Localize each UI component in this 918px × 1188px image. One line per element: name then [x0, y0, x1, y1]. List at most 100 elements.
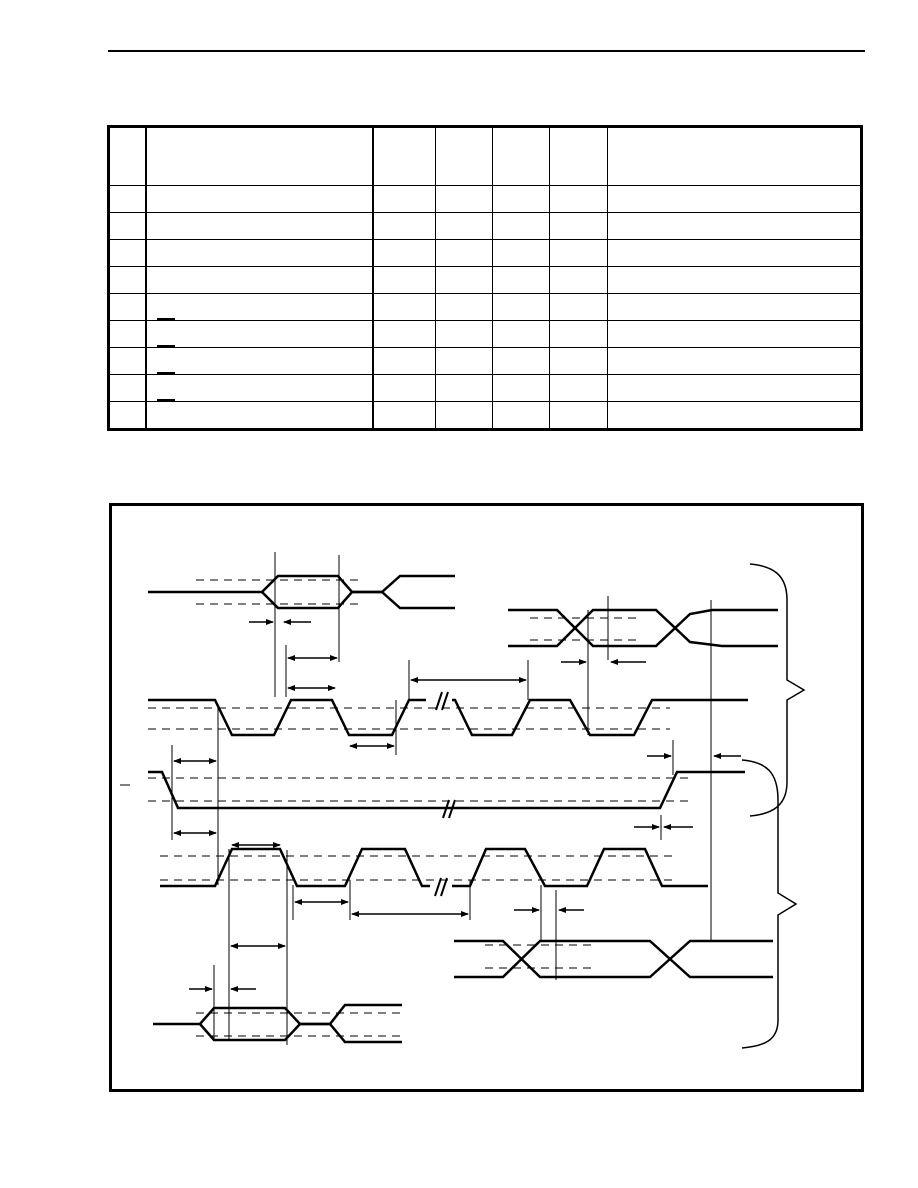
grouping-braces — [741, 563, 806, 1049]
table-cell — [435, 320, 493, 348]
table-cell — [607, 293, 862, 321]
table-row — [108, 293, 862, 321]
clock-waveform — [148, 698, 426, 737]
table-cell — [435, 185, 493, 213]
table-header-row — [108, 126, 862, 159]
table-cell — [549, 374, 608, 402]
table-cell — [435, 374, 493, 402]
table-cell — [492, 401, 550, 430]
table-cell — [373, 239, 436, 267]
header-cell — [549, 126, 608, 159]
table-cell — [373, 347, 436, 375]
table-cell — [108, 185, 147, 213]
table-cell — [146, 318, 374, 348]
active-low-overbar — [157, 399, 175, 401]
table-cell — [607, 320, 862, 348]
address-bus-waveform — [148, 574, 455, 594]
timing-spec-table — [107, 125, 863, 431]
header-cell — [108, 126, 147, 159]
reference-lines — [120, 552, 712, 1045]
data-in-waveform — [454, 939, 773, 979]
table-cell — [435, 401, 493, 430]
table-cell — [492, 185, 550, 213]
table-cell — [492, 239, 550, 267]
table-cell — [492, 293, 550, 321]
table-cell — [435, 212, 493, 240]
table-cell — [146, 159, 374, 186]
chip-select-waveform — [148, 770, 745, 810]
table-cell — [108, 347, 147, 375]
active-low-overbar — [157, 345, 175, 347]
table-cell — [373, 374, 436, 402]
table-cell — [108, 293, 147, 321]
header-cell — [492, 126, 550, 159]
table-cell — [108, 212, 147, 240]
table-row — [108, 372, 862, 402]
table-cell — [146, 345, 374, 375]
table-cell — [373, 159, 436, 186]
active-low-overbar — [157, 318, 175, 320]
table-cell — [607, 212, 862, 240]
table-cell — [108, 374, 147, 402]
table-cell — [108, 320, 147, 348]
table-cell — [435, 347, 493, 375]
table-cell — [607, 266, 862, 294]
table-cell — [108, 266, 147, 294]
table-cell — [373, 266, 436, 294]
table-row — [108, 345, 862, 375]
table-cell — [146, 372, 374, 402]
table-cell — [492, 159, 550, 186]
waveforms — [148, 574, 778, 1044]
bottom-bus-waveform — [153, 1003, 402, 1026]
table-cell — [607, 374, 862, 402]
table-cell — [549, 347, 608, 375]
table-cell — [108, 401, 147, 430]
table-cell — [492, 212, 550, 240]
table-cell — [373, 293, 436, 321]
table-row — [108, 266, 862, 294]
timing-diagram-frame — [109, 503, 864, 1092]
table-cell — [146, 212, 374, 240]
table-cell — [435, 266, 493, 294]
table-cell — [549, 266, 608, 294]
table-cell — [373, 185, 436, 213]
active-low-overbar — [157, 372, 175, 374]
table-cell — [146, 266, 374, 294]
header-cell — [373, 126, 436, 159]
table-cell — [549, 320, 608, 348]
table-cell — [607, 239, 862, 267]
table-row — [108, 159, 862, 186]
table-cell — [492, 374, 550, 402]
table-cell — [435, 239, 493, 267]
table-row — [108, 399, 862, 430]
table-cell — [492, 347, 550, 375]
table-cell — [607, 185, 862, 213]
table-cell — [607, 159, 862, 186]
break-marks — [434, 691, 456, 897]
table-cell — [549, 185, 608, 213]
header-rule — [108, 50, 865, 52]
data-out-waveform — [508, 608, 778, 648]
header-cell — [435, 126, 493, 159]
table-cell — [549, 401, 608, 430]
timing-arrows — [173, 619, 741, 992]
write-cycle-brace — [741, 759, 798, 1049]
table-cell — [146, 239, 374, 267]
table-cell — [549, 159, 608, 186]
table-row — [108, 212, 862, 240]
table-cell — [549, 293, 608, 321]
table-cell — [146, 399, 374, 430]
table-row — [108, 185, 862, 213]
table-cell — [108, 239, 147, 267]
table-row — [108, 318, 862, 348]
table-cell — [108, 159, 147, 186]
table-cell — [607, 347, 862, 375]
header-cell — [146, 126, 374, 159]
table-cell — [146, 293, 374, 321]
table-cell — [435, 159, 493, 186]
clock2-waveform — [160, 847, 430, 888]
table-cell — [492, 266, 550, 294]
table-row — [108, 239, 862, 267]
table-cell — [549, 212, 608, 240]
